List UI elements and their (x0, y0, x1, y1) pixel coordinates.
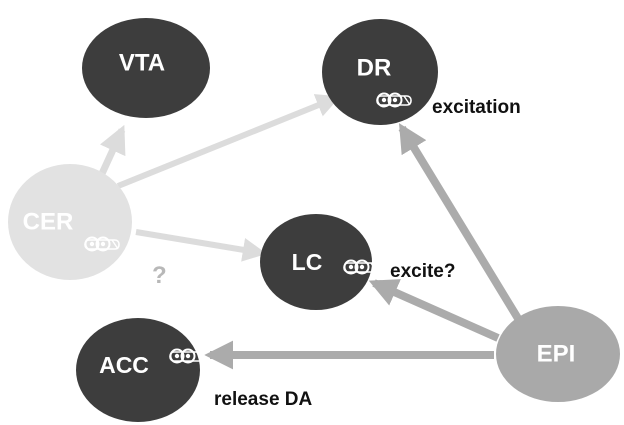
node-acc: ACC (76, 318, 205, 422)
node-vta-label: VTA (119, 50, 165, 77)
node-acc-label: ACC (99, 352, 149, 378)
node-dr: DR (322, 19, 438, 125)
node-lc: LC (260, 214, 379, 310)
receptor-icon (84, 236, 120, 252)
arrow-epi-to-lc (368, 279, 500, 342)
epi-edges (204, 123, 526, 370)
node-cer: CER (8, 164, 132, 280)
release-da-label: release DA (214, 389, 313, 410)
receptor-icon (169, 348, 205, 364)
excitation-label: excitation (432, 97, 521, 118)
question-mark: ? (152, 262, 167, 289)
node-epi-label: EPI (537, 341, 576, 368)
node-epi: EPI (496, 306, 620, 402)
cer-edges (96, 94, 341, 262)
node-lc-label: LC (292, 249, 323, 275)
node-cer-label: CER (23, 209, 74, 236)
node-dr-label: DR (357, 55, 392, 82)
arrow-cer-to-lc (135, 229, 267, 262)
arrow-cer-to-dr (116, 94, 341, 189)
arrow-cer-to-vta (96, 124, 126, 180)
node-vta: VTA (82, 18, 210, 118)
receptor-icon (376, 92, 412, 108)
excite-question-label: excite? (390, 261, 455, 282)
arrow-epi-to-dr (398, 123, 526, 328)
receptor-icon (343, 259, 379, 275)
